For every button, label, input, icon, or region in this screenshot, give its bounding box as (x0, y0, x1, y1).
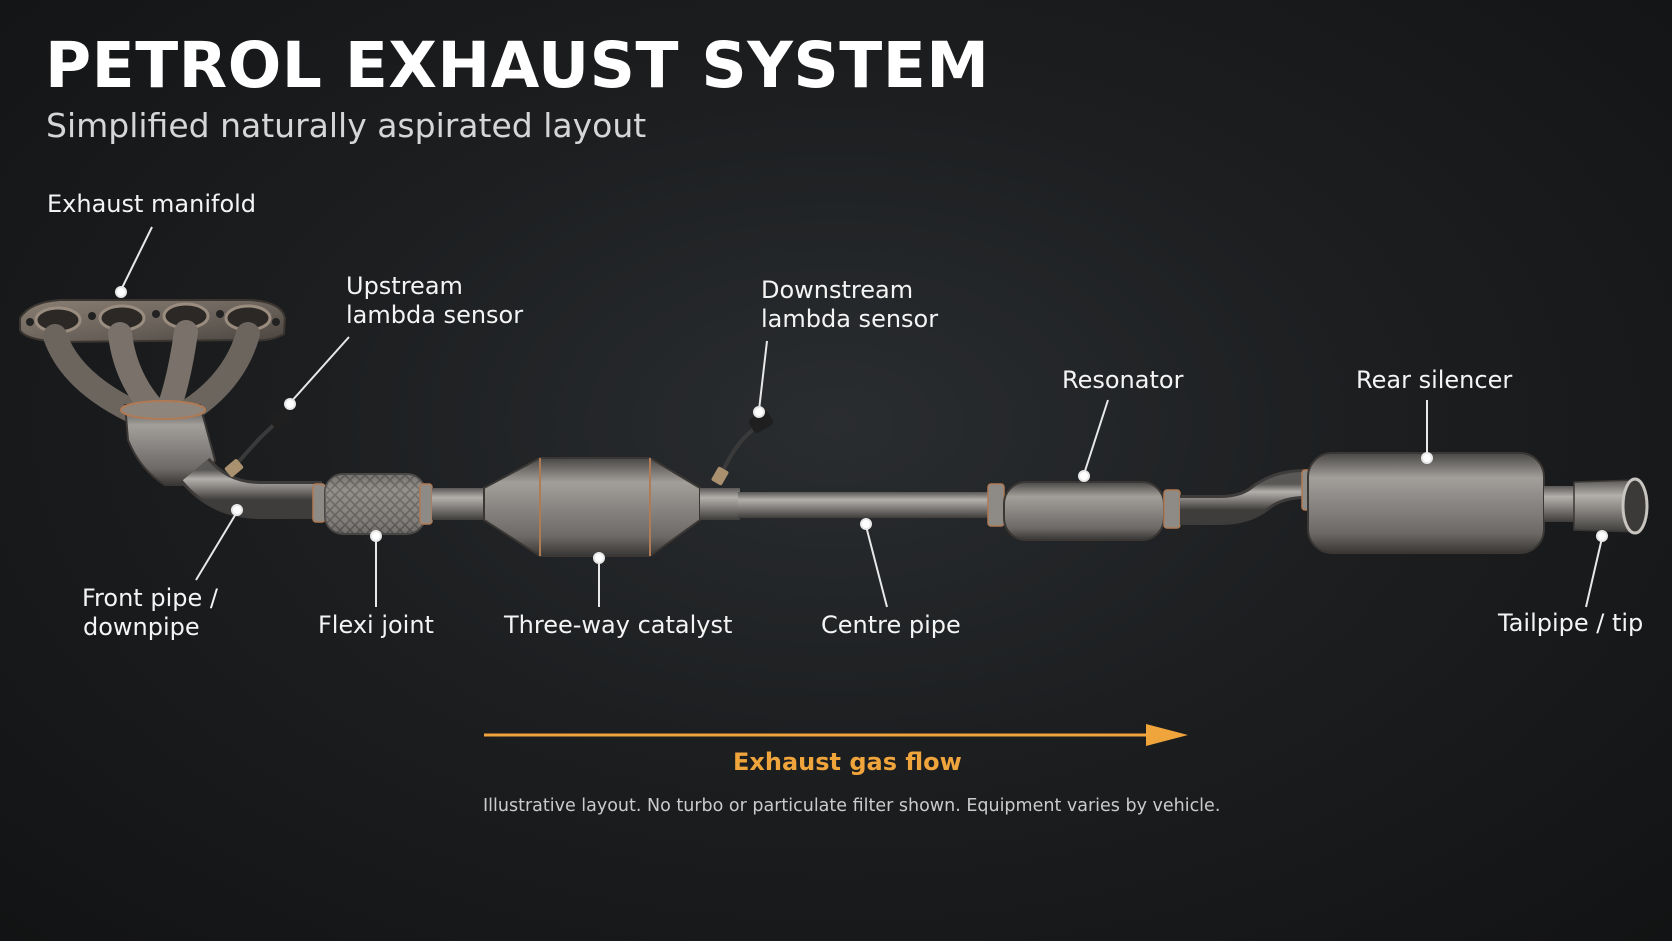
label-upstream-lambda-line1: Upstream (346, 272, 463, 300)
label-front-pipe-line2: downpipe (83, 613, 200, 641)
label-downstream-lambda-line1: Downstream (761, 276, 914, 304)
front-pipe (180, 457, 326, 523)
flexi-joint (324, 473, 433, 535)
page-title: PETROL EXHAUST SYSTEM (45, 29, 990, 102)
exhaust-flow-arrow (484, 724, 1188, 746)
label-three-way-catalyst: Three-way catalyst (504, 611, 733, 639)
label-upstream-lambda-line2: lambda sensor (346, 301, 524, 329)
centre-pipe (738, 492, 990, 518)
label-flexi-joint: Flexi joint (318, 611, 434, 639)
label-centre-pipe: Centre pipe (821, 611, 961, 639)
footnote: Illustrative layout. No turbo or particu… (483, 796, 1221, 816)
three-way-catalyst (483, 457, 740, 557)
exhaust-gas-flow-label: Exhaust gas flow (733, 748, 962, 776)
resonator (987, 481, 1181, 541)
rear-silencer (1301, 452, 1574, 554)
downstream-lambda-sensor (711, 411, 774, 486)
page-subtitle: Simplified naturally aspirated layout (46, 106, 647, 145)
label-downstream-lambda-line2: lambda sensor (761, 305, 939, 333)
label-resonator: Resonator (1062, 366, 1184, 394)
label-front-pipe-line1: Front pipe / (82, 584, 218, 612)
upstream-lambda-sensor (224, 406, 294, 477)
label-exhaust-manifold: Exhaust manifold (47, 190, 257, 218)
leader-lines (115, 226, 1608, 608)
tailpipe-tip (1573, 477, 1649, 535)
label-tailpipe: Tailpipe / tip (1498, 609, 1644, 637)
label-rear-silencer: Rear silencer (1356, 366, 1513, 394)
